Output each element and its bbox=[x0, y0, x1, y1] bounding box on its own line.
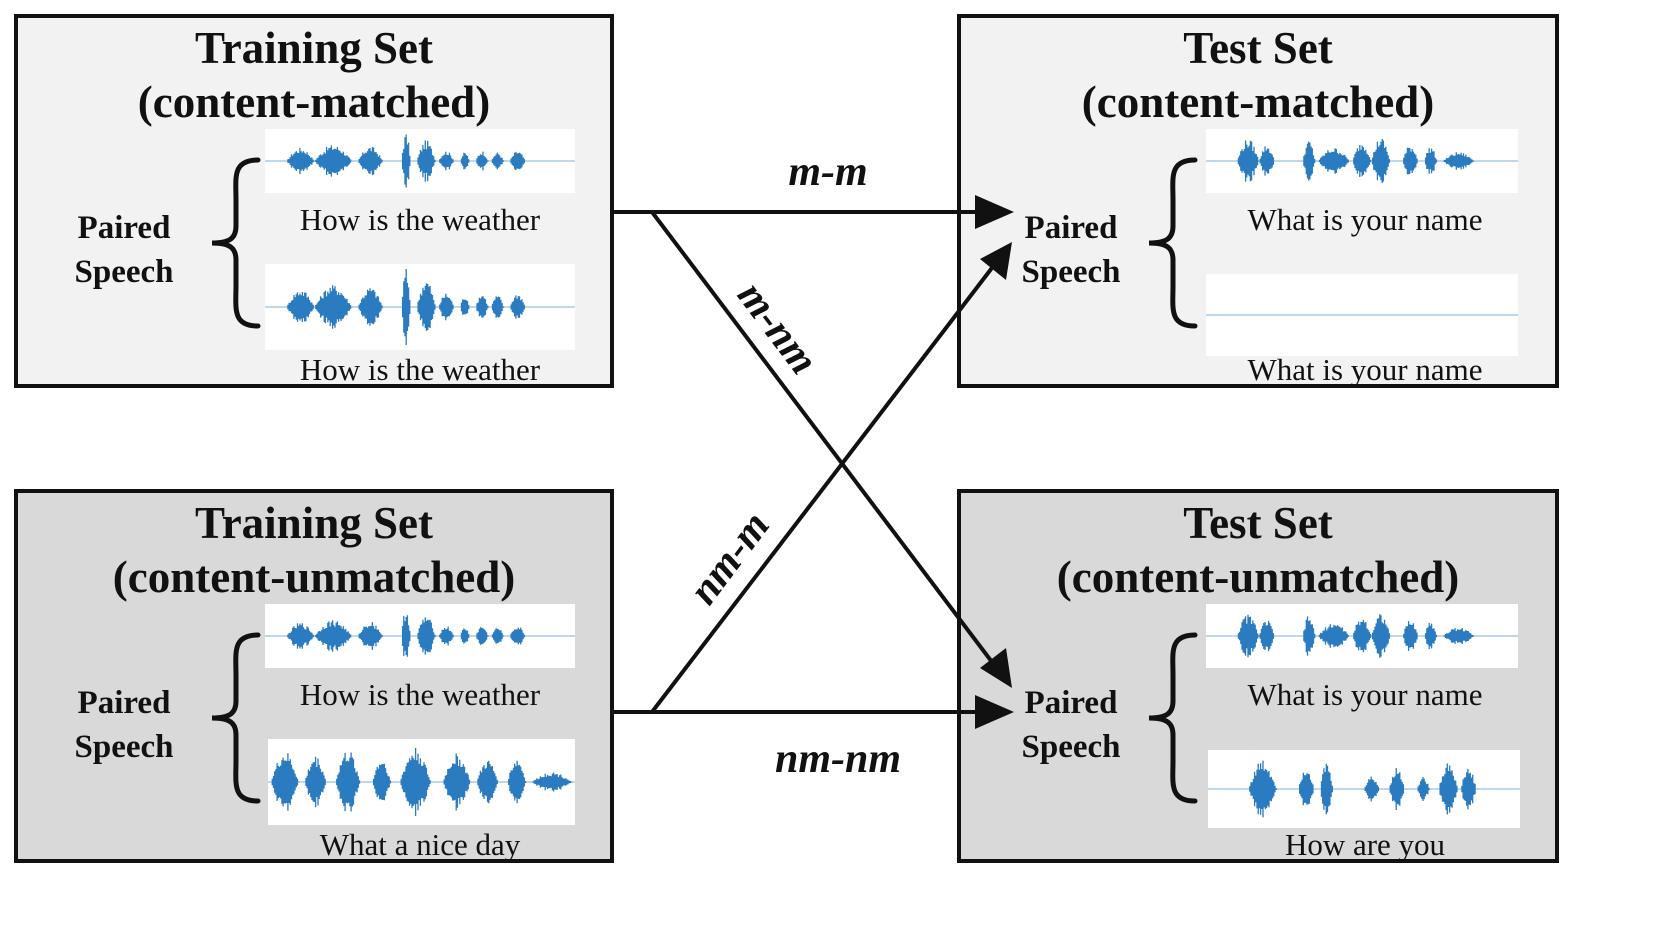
label-m-m: m-m bbox=[788, 149, 867, 195]
paired-label-line2: Speech bbox=[1021, 254, 1121, 290]
waveform-speech-b-copy bbox=[1206, 274, 1518, 356]
caption-top: How is the weather bbox=[299, 202, 541, 237]
curly-brace-icon bbox=[1148, 632, 1198, 804]
panel-test-matched: Test Set (content-matched) Paired Speech… bbox=[957, 14, 1559, 388]
panel-title-line2: (content-unmatched) bbox=[112, 552, 516, 602]
curly-brace-icon bbox=[1148, 157, 1198, 329]
caption-top: How is the weather bbox=[299, 677, 541, 712]
arrow-nm-nm bbox=[614, 695, 1014, 729]
caption-bottom: How is the weather bbox=[299, 352, 541, 387]
arrow-nm-m bbox=[650, 242, 1012, 714]
waveform-speech-b bbox=[1206, 129, 1518, 193]
paired-speech-label: Paired Speech bbox=[54, 206, 194, 294]
waveform-speech-a bbox=[265, 129, 575, 193]
arrowhead-icon bbox=[980, 242, 1012, 280]
caption-top: What is your name bbox=[1247, 677, 1483, 712]
panel-training-unmatched: Training Set (content-unmatched) Paired … bbox=[14, 489, 614, 863]
waveform-signal bbox=[1249, 760, 1476, 818]
waveform-speech-b bbox=[1206, 604, 1518, 668]
waveform-signal bbox=[271, 748, 573, 816]
caption-bottom: What is your name bbox=[1247, 352, 1483, 387]
paired-label-line2: Speech bbox=[74, 254, 174, 290]
panel-title-line1: Training Set bbox=[195, 23, 433, 73]
waveform-speech-c bbox=[268, 739, 575, 825]
panel-title-line1: Test Set bbox=[1183, 23, 1333, 73]
panel-title-line2: (content-matched) bbox=[1081, 77, 1435, 127]
arrowhead-icon bbox=[975, 695, 1014, 729]
label-m-nm: m-nm bbox=[728, 273, 827, 383]
panel-title-line1: Training Set bbox=[195, 498, 433, 548]
arrow-m-m bbox=[614, 195, 1014, 229]
caption-top: What is your name bbox=[1247, 202, 1483, 237]
paired-label-line2: Speech bbox=[74, 729, 174, 765]
label-nm-m: nm-m bbox=[680, 503, 779, 613]
paired-label-line1: Paired bbox=[1024, 210, 1118, 246]
waveform-speech-d bbox=[1208, 750, 1520, 828]
paired-speech-label: Paired Speech bbox=[1001, 206, 1141, 294]
panel-training-matched: Training Set (content-matched) Paired Sp… bbox=[14, 14, 614, 388]
panel-test-unmatched: Test Set (content-unmatched) Paired Spee… bbox=[957, 489, 1559, 863]
paired-label-line1: Paired bbox=[77, 685, 171, 721]
panel-title-line2: (content-unmatched) bbox=[1056, 552, 1460, 602]
label-nm-nm: nm-nm bbox=[775, 736, 901, 782]
paired-label-line2: Speech bbox=[1021, 729, 1121, 765]
arrow-m-nm bbox=[650, 210, 1012, 688]
curly-brace-icon bbox=[211, 157, 261, 329]
paired-label-line1: Paired bbox=[1024, 685, 1118, 721]
paired-label-line1: Paired bbox=[77, 210, 171, 246]
arrowhead-icon bbox=[975, 195, 1014, 229]
panel-title-line1: Test Set bbox=[1183, 498, 1333, 548]
panel-title-line2: (content-matched) bbox=[137, 77, 491, 127]
curly-brace-icon bbox=[211, 632, 261, 804]
paired-speech-label: Paired Speech bbox=[54, 681, 194, 769]
caption-bottom: What a nice day bbox=[319, 827, 521, 862]
caption-bottom: How are you bbox=[1284, 827, 1446, 862]
waveform-speech-a-copy bbox=[265, 264, 575, 350]
waveform-speech-a bbox=[265, 604, 575, 668]
paired-speech-label: Paired Speech bbox=[1001, 681, 1141, 769]
arrowhead-icon bbox=[980, 648, 1012, 688]
